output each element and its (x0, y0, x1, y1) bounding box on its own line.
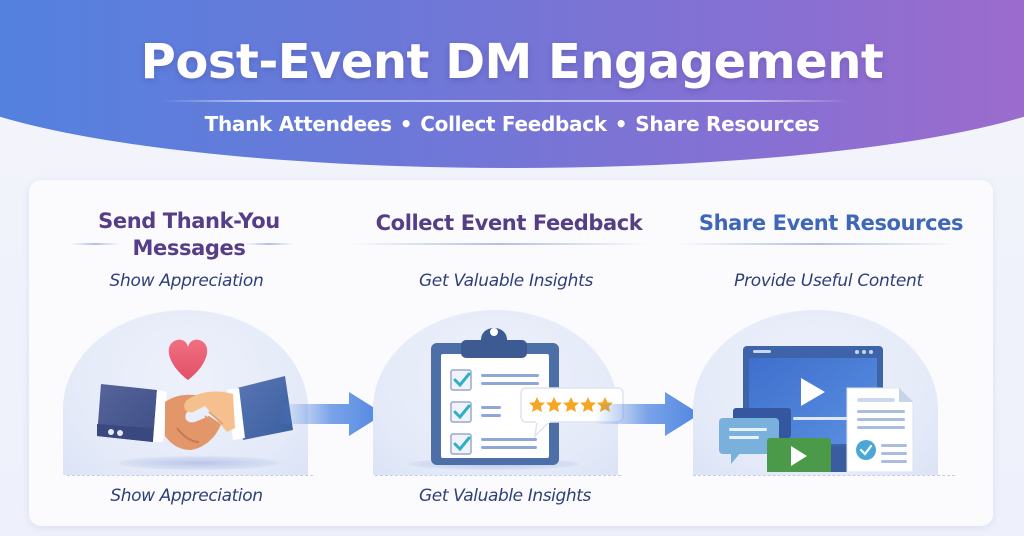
step-title-line1: Send Thank-You (98, 209, 280, 233)
arrow-right-icon (279, 392, 389, 436)
video-document-resources-icon (713, 342, 943, 472)
subtitle-item-thank: Thank Attendees (204, 112, 392, 136)
subtitle-item-feedback: Collect Feedback (420, 112, 607, 136)
step-subtitle: Show Appreciation (109, 271, 264, 291)
dashed-divider (375, 475, 621, 476)
subtitle-separator: • (399, 112, 413, 136)
step-resources: Share Event Resources Provide Useful Con… (669, 180, 993, 526)
header-banner (0, 0, 1024, 168)
step-title: Share Event Resources (698, 211, 964, 235)
dashed-divider (67, 475, 313, 476)
arrow-right-icon (595, 392, 705, 436)
step-feedback: Collect Event Feedback Get Valuable Insi… (349, 180, 669, 526)
title-rule (349, 243, 649, 245)
step-title: Collect Event Feedback (375, 211, 643, 235)
subtitle-separator: • (614, 112, 628, 136)
title-divider (160, 100, 850, 102)
steps-card: Send Thank-You Messages Show Appreciatio… (29, 180, 993, 526)
step-subtitle: Provide Useful Content (734, 271, 923, 291)
step-thank-you: Send Thank-You Messages Show Appreciatio… (29, 180, 349, 526)
title-rule (677, 243, 957, 245)
clipboard-checklist-icon (429, 318, 569, 468)
icon-shadow (119, 456, 279, 470)
title-rule-right (245, 243, 293, 245)
header-subtitle: Thank Attendees • Collect Feedback • Share R… (0, 112, 1024, 136)
step-title-line2: Messages (132, 236, 246, 260)
step-title: Send Thank-You Messages (29, 208, 349, 262)
title-rule-left (71, 243, 119, 245)
handshake-heart-icon (87, 332, 297, 452)
header-content: Post-Event DM Engagement Thank Attendees… (0, 0, 1024, 170)
step-footer: Get Valuable Insights (418, 486, 591, 506)
step-subtitle: Get Valuable Insights (418, 271, 594, 291)
step-footer: Show Appreciation (110, 486, 263, 506)
page-title: Post-Event DM Engagement (140, 34, 884, 90)
subtitle-item-resources: Share Resources (635, 112, 820, 136)
dashed-divider (693, 475, 955, 476)
